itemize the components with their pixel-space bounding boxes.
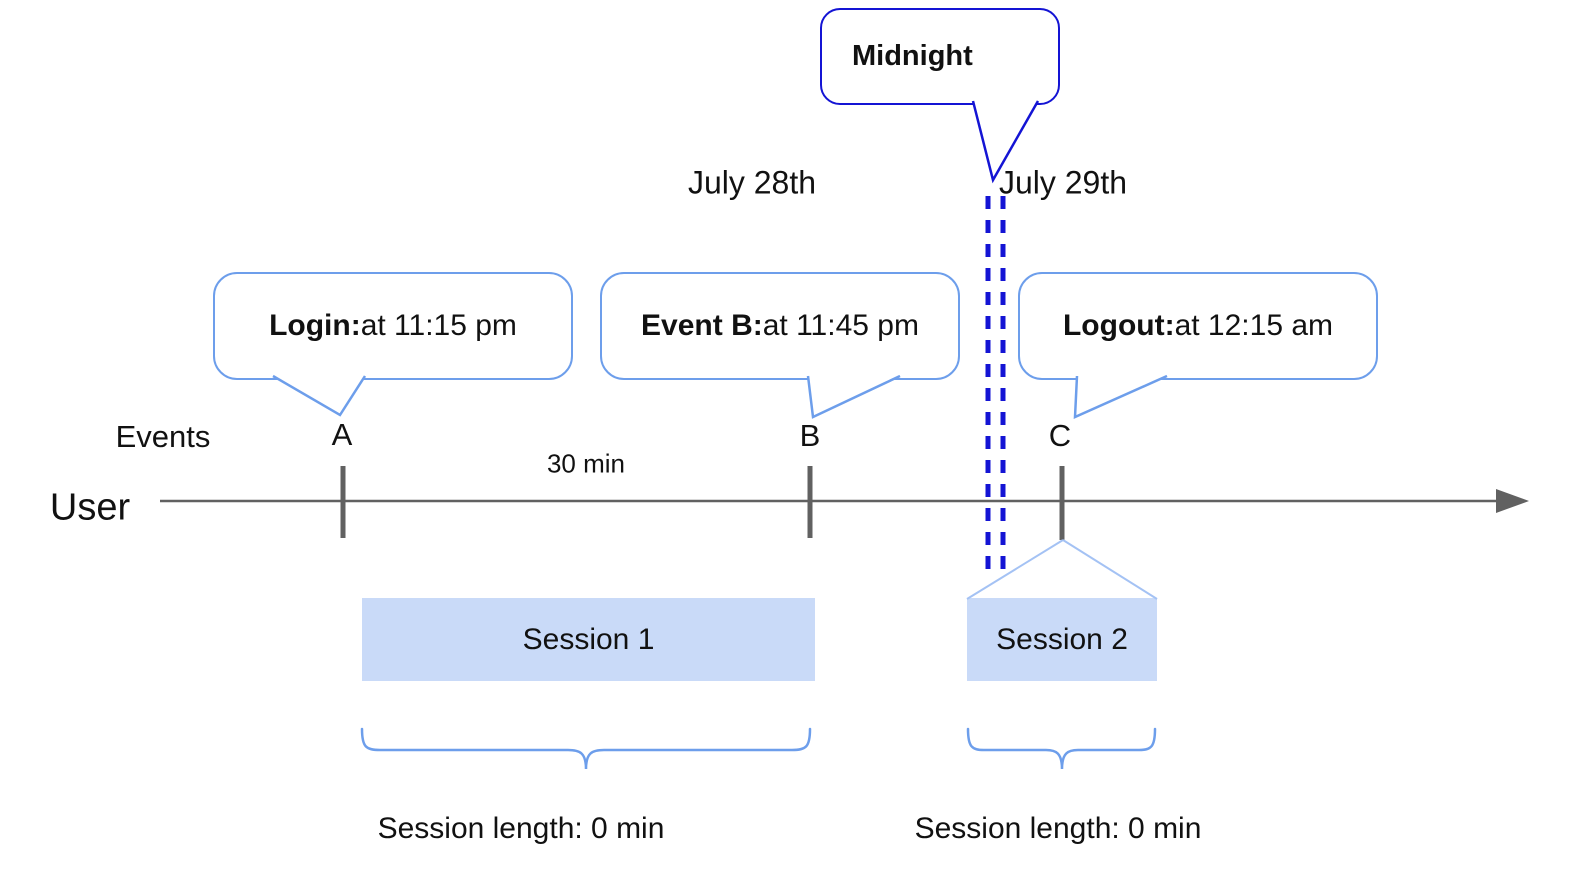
events-row-label: Events — [115, 419, 211, 454]
event-marker-c: C — [1048, 418, 1072, 453]
session-1-label: Session 1 — [522, 622, 655, 656]
event-marker-b: B — [799, 418, 821, 453]
session-1-box: Session 1 — [362, 598, 815, 681]
session-1-length-label: Session length: 0 min — [377, 812, 665, 845]
login-bubble-tail — [272, 374, 367, 417]
date-july-29: July 29th — [998, 164, 1128, 201]
session-1-brace — [360, 727, 812, 770]
session2-projection-left — [966, 539, 1064, 600]
user-row-label: User — [49, 486, 131, 529]
session2-projection-right — [1062, 539, 1158, 600]
date-july-28: July 28th — [687, 164, 817, 201]
logout-bubble-tail — [1073, 374, 1168, 419]
logout-detail: at 12:15 am — [1174, 309, 1334, 342]
session-2-length-label: Session length: 0 min — [914, 812, 1202, 845]
midnight-bubble: Midnight — [820, 8, 1060, 105]
login-detail: at 11:15 pm — [360, 309, 517, 342]
session-2-label: Session 2 — [996, 622, 1128, 656]
timeline-arrowhead-icon — [1496, 489, 1529, 513]
login-title: Login: — [269, 309, 361, 342]
event-b-bubble-tail — [806, 374, 901, 419]
login-bubble: Login: at 11:15 pm — [213, 272, 573, 380]
session-2-box: Session 2 — [967, 598, 1157, 681]
midnight-label: Midnight — [852, 40, 973, 72]
event-b-title: Event B: — [641, 309, 763, 342]
gap-label-30-min: 30 min — [546, 448, 626, 479]
logout-bubble: Logout: at 12:15 am — [1018, 272, 1378, 380]
event-b-bubble: Event B: at 11:45 pm — [600, 272, 960, 380]
logout-title: Logout: — [1062, 309, 1175, 342]
session-2-brace — [966, 727, 1157, 770]
event-marker-a: A — [331, 417, 353, 452]
event-b-detail: at 11:45 pm — [762, 309, 919, 342]
